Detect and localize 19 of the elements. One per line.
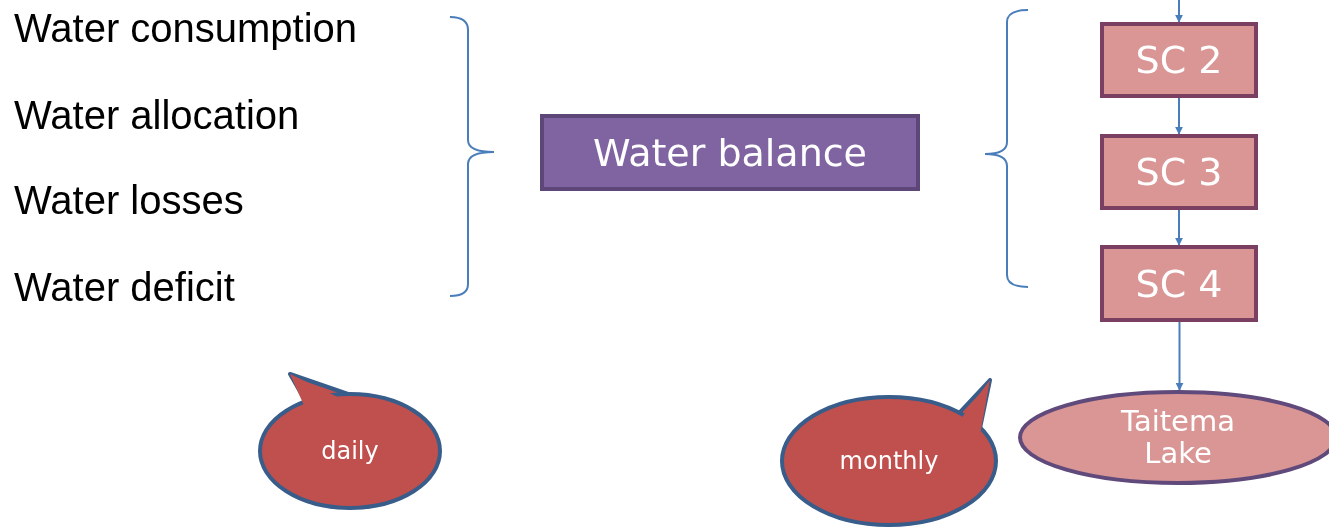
node-label: monthly: [839, 447, 939, 475]
arrow: [1175, 97, 1183, 135]
arrow: [1175, 209, 1183, 246]
process-box: [1100, 22, 1258, 98]
list-item-text: Water losses: [14, 180, 244, 220]
node-label: SC 4: [1135, 261, 1223, 306]
list-item-text: Water consumption: [14, 8, 358, 48]
node-label: daily: [321, 437, 379, 465]
arrow: [1175, 321, 1184, 391]
node-label: SC 2: [1135, 38, 1223, 82]
process-box: [1100, 134, 1258, 210]
arrow: [1175, 0, 1183, 23]
node-label: Taitema Lake: [1120, 405, 1236, 470]
process-box: [1100, 245, 1258, 322]
process-box: [540, 114, 920, 191]
node-label: SC 3: [1135, 150, 1223, 194]
list-item-text: Water deficit: [14, 267, 235, 307]
list-item-text: Water allocation: [14, 95, 300, 135]
node-label: Water balance: [593, 130, 867, 175]
